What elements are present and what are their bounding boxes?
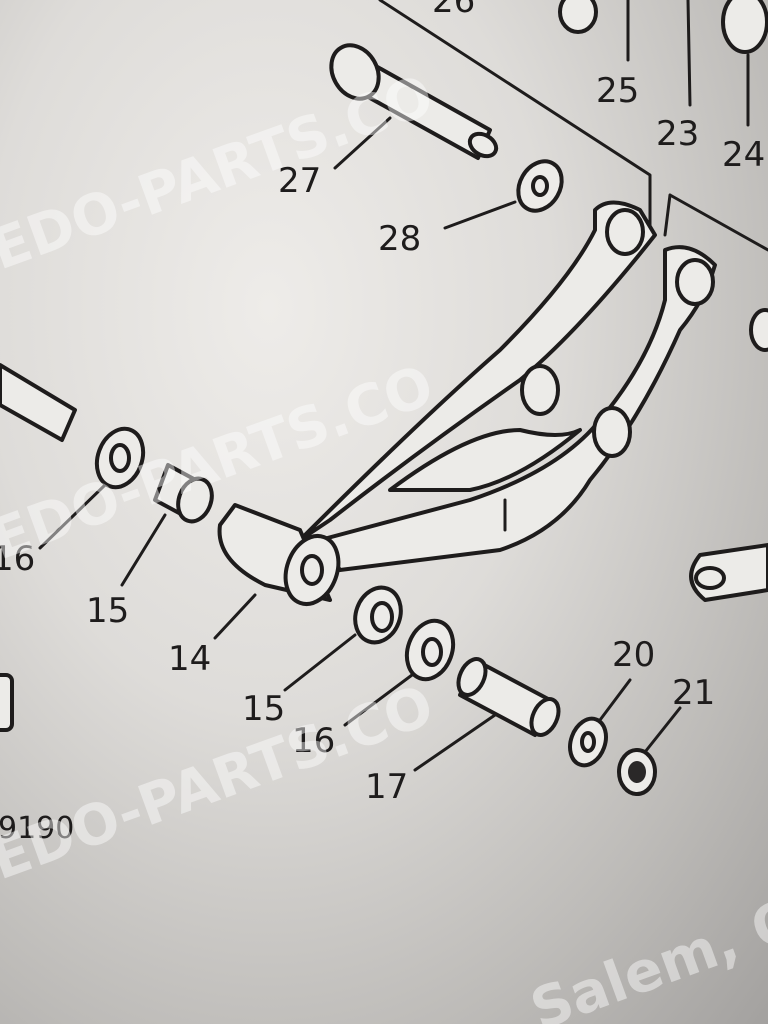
label-23: 23: [656, 114, 699, 154]
leader-28: [443, 200, 517, 230]
leader-16-lower: [343, 673, 414, 727]
nut-26: [558, 0, 598, 34]
washer-16-lower: [404, 618, 456, 682]
leader-27: [333, 116, 392, 170]
figure-code: 9190: [0, 811, 74, 846]
label-17: 17: [365, 767, 408, 807]
label-16-left: 16: [0, 539, 35, 579]
label-20: 20: [612, 635, 655, 675]
label-24: 24: [722, 135, 765, 175]
frame-outline: [378, 0, 768, 252]
washer-16-left: [94, 426, 146, 490]
watermark-salem: Salem, O: [523, 886, 768, 1024]
label-16-lower: 16: [292, 721, 335, 761]
bolt-27: [329, 43, 499, 160]
collar-15-lower: [353, 585, 403, 645]
collar-15-left: [153, 463, 214, 524]
label-21: 21: [672, 673, 715, 713]
leader-23: [686, 0, 692, 107]
washer-24: [721, 0, 768, 54]
leader-15-left: [120, 513, 167, 587]
label-15-left: 15: [86, 591, 129, 631]
washer-20: [568, 716, 608, 768]
washer-28: [516, 159, 564, 213]
leader-14: [213, 593, 257, 640]
part-edge-left: [0, 673, 14, 732]
label-14: 14: [168, 639, 211, 679]
leader-15-lower: [283, 633, 357, 692]
leader-17: [413, 713, 497, 772]
watermark-top: EDO-PARTS.CO: [0, 63, 442, 283]
nut-21: [617, 748, 657, 796]
label-25: 25: [596, 71, 639, 111]
rod-end-right: [689, 543, 768, 602]
nut-right-edge: [749, 308, 768, 352]
footrest-bracket-14: [217, 200, 717, 606]
label-15-lower: 15: [242, 689, 285, 729]
label-28: 28: [378, 219, 421, 259]
leader-21: [643, 706, 682, 754]
leader-16-left: [38, 483, 107, 550]
leader-20: [598, 678, 632, 722]
label-27: 27: [278, 161, 321, 201]
pin-17: [456, 657, 561, 737]
label-26: 26: [432, 0, 475, 21]
shaft-left: [0, 363, 77, 442]
